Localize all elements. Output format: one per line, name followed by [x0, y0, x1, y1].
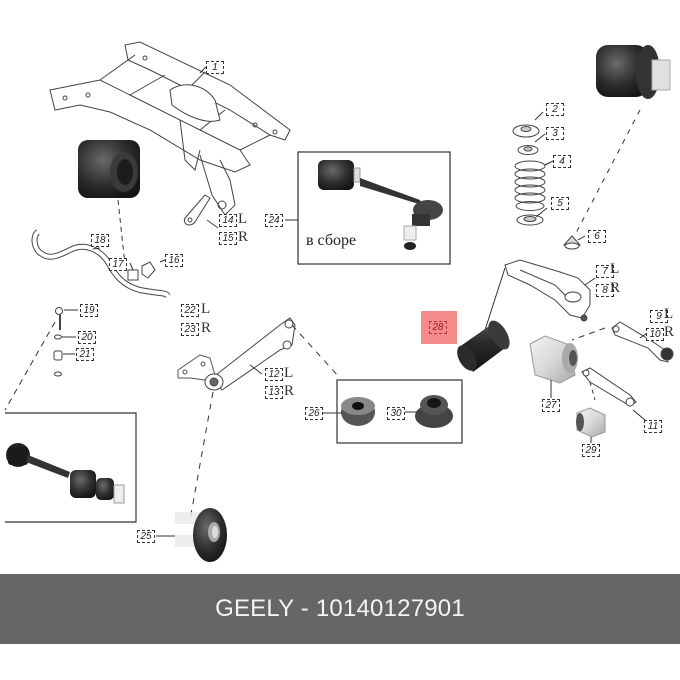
side-label-right: R	[610, 280, 621, 296]
callout-3[interactable]: 3	[546, 127, 564, 140]
callout-16[interactable]: 16	[165, 254, 183, 267]
lower-control-arm-drawing	[504, 259, 591, 322]
subframe-drawing	[49, 41, 291, 216]
part-number-banner: GEELY - 10140127901	[0, 574, 680, 644]
top-bushing-photo	[596, 45, 671, 99]
bushing-29-photo	[576, 407, 606, 438]
part-number-title: GEELY - 10140127901	[215, 595, 465, 622]
callout-5[interactable]: 5	[551, 197, 569, 210]
callout-22[interactable]: 22	[181, 304, 199, 317]
callout-13[interactable]: 13	[265, 386, 283, 399]
callout-20[interactable]: 20	[78, 331, 96, 344]
trailing-arm-drawing	[204, 317, 296, 391]
side-label-left: L	[201, 301, 211, 317]
callout-10[interactable]: 10	[646, 328, 664, 341]
bushing-27-photo	[529, 335, 578, 384]
stabilizer-link-photo	[318, 160, 443, 250]
callout-15[interactable]: 15	[219, 232, 237, 245]
link-assembly-photo	[6, 443, 125, 504]
bushing-30-photo	[415, 395, 453, 428]
callout-23[interactable]: 23	[181, 323, 199, 336]
callout-8[interactable]: 8	[596, 284, 614, 297]
callout-11[interactable]: 11	[644, 420, 662, 433]
callout-6[interactable]: 6	[588, 230, 606, 243]
bracket-14-15	[183, 194, 219, 229]
upper-control-arm-drawing	[611, 321, 674, 363]
side-label-left: L	[238, 211, 248, 227]
assembly-caption: в сборе	[306, 232, 357, 249]
side-label-right: R	[201, 320, 212, 336]
callout-7[interactable]: 7	[596, 265, 614, 278]
link-parts-19-21	[53, 307, 63, 377]
side-label-left: L	[284, 365, 294, 381]
callout-27[interactable]: 27	[542, 399, 560, 412]
side-label-right: R	[664, 324, 675, 340]
callout-18[interactable]: 18	[91, 234, 109, 247]
callout-4[interactable]: 4	[553, 155, 571, 168]
diagram-artwork	[4, 41, 674, 562]
callout-1[interactable]: 1	[206, 61, 224, 74]
bushings-box	[336, 379, 463, 444]
callout-29[interactable]: 29	[582, 444, 600, 457]
callout-26[interactable]: 26	[305, 407, 323, 420]
callout-12[interactable]: 12	[265, 368, 283, 381]
callout-2[interactable]: 2	[546, 103, 564, 116]
assembly-box	[297, 151, 451, 265]
bushing-25-photo	[175, 508, 227, 562]
callout-9[interactable]: 9	[650, 310, 668, 323]
stabilizer-bushing-photo	[78, 140, 140, 198]
highlight-marker[interactable]: 28	[421, 311, 457, 344]
spring-stack	[512, 124, 582, 250]
callout-25[interactable]: 25	[137, 530, 155, 543]
callout-30[interactable]: 30	[387, 407, 405, 420]
stabilizer-bar-drawing	[31, 229, 171, 299]
callout-17[interactable]: 17	[109, 258, 127, 271]
side-label-right: R	[284, 383, 295, 399]
callout-21[interactable]: 21	[76, 348, 94, 361]
side-label-left: L	[664, 306, 674, 322]
callout-19[interactable]: 19	[80, 304, 98, 317]
side-label-right: R	[238, 229, 249, 245]
callout-28[interactable]: 28	[429, 321, 447, 334]
callout-24[interactable]: 24	[265, 214, 283, 227]
side-label-left: L	[610, 261, 620, 277]
bushing-26-photo	[341, 397, 375, 426]
callout-14[interactable]: 14	[219, 214, 237, 227]
bushing-28-photo	[457, 320, 510, 372]
toe-link-drawing	[581, 367, 637, 407]
